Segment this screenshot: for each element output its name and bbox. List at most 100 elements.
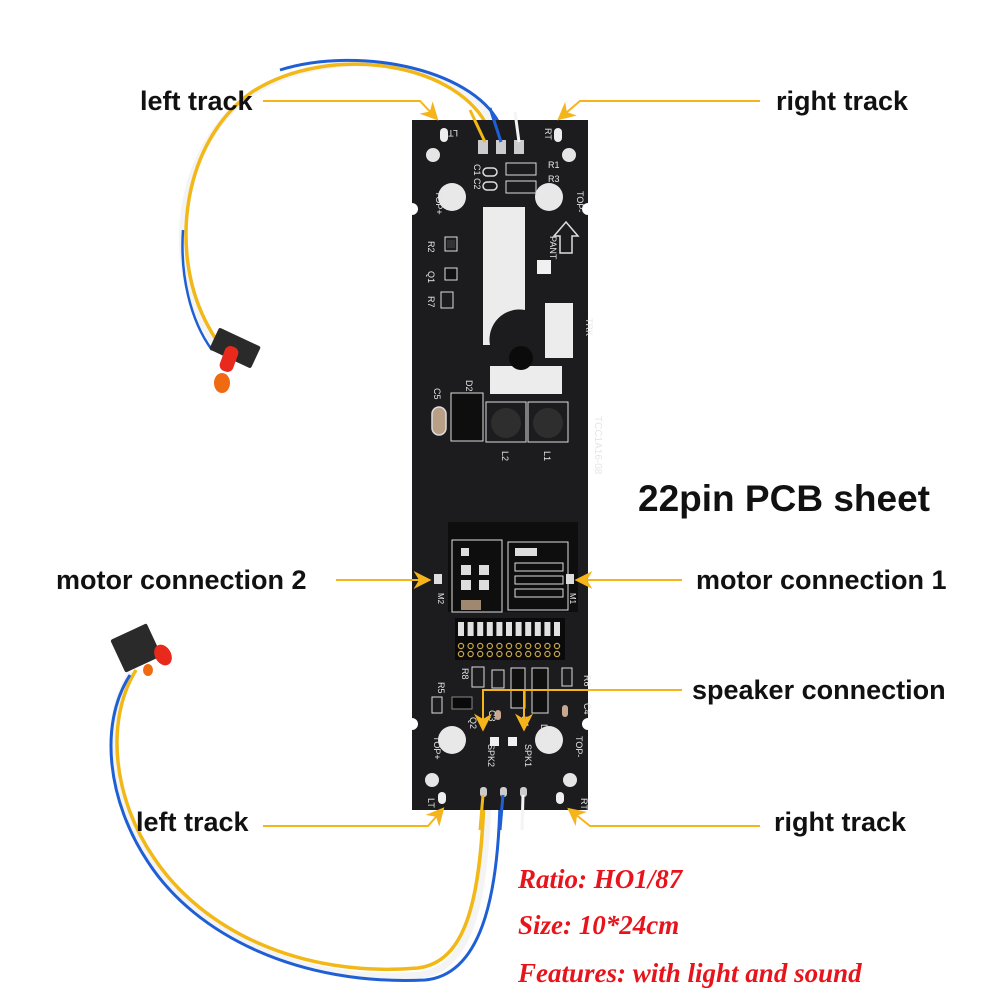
header-pin — [534, 642, 542, 650]
header-pin — [486, 642, 493, 650]
motor-pad-m1 — [566, 574, 574, 584]
header-pin — [467, 642, 474, 650]
pcb-board: LT RT C1 C2 R1 R3 TOP+ TOP- PANT R2 Q1 R… — [412, 120, 603, 810]
silk-c2: C2 — [472, 178, 482, 190]
header-pad — [467, 622, 474, 636]
callout-line-right-track-bottom — [567, 807, 760, 827]
header-pin — [505, 642, 513, 650]
header-pin — [515, 642, 522, 650]
header-pad — [458, 622, 464, 636]
silk-spk1: SPK1 — [523, 744, 533, 767]
header-pad — [486, 622, 493, 636]
mount-hole — [562, 148, 576, 162]
header-pin — [544, 642, 551, 650]
silk-top-minus-top: TOP- — [575, 191, 585, 212]
header-pin — [467, 650, 474, 658]
silk-r8: R8 — [460, 668, 470, 680]
header-pin — [553, 642, 561, 650]
mount-hole — [438, 726, 466, 754]
silk-lt-top: LT — [448, 128, 458, 138]
callout-lines — [263, 100, 760, 827]
bottom-led-wire — [109, 669, 502, 982]
speaker-pad — [490, 366, 562, 394]
silk-board-id: TCC1A16-08 — [592, 416, 603, 475]
header-pad — [554, 622, 560, 636]
bottom-led-module — [110, 623, 172, 676]
header-pad — [544, 622, 551, 636]
header-pin — [525, 642, 532, 650]
header-pad — [506, 622, 512, 636]
silk-lt-bottom: LT — [426, 798, 436, 808]
silk-c4: C4 — [582, 703, 592, 715]
header-pad — [534, 622, 541, 636]
pin-header-22 — [455, 618, 565, 660]
label-motor-connection-2: motor connection 2 — [56, 565, 307, 595]
mount-hole — [438, 183, 466, 211]
mount-hole — [563, 773, 577, 787]
silk-r3: R3 — [548, 174, 560, 184]
silk-pant: PANT — [548, 236, 558, 260]
label-right-track-top: right track — [776, 86, 909, 116]
label-right-track-bottom: right track — [774, 807, 907, 837]
header-pin — [477, 642, 484, 650]
silk-c5: C5 — [432, 388, 442, 400]
silk-c3: C3 — [487, 710, 497, 722]
top-led-module — [209, 328, 261, 393]
silk-q2: Q2 — [468, 717, 478, 729]
label-motor-connection-1: motor connection 1 — [696, 565, 947, 595]
silk-top-plus-top: TOP+ — [434, 191, 444, 215]
silk-r6: R6 — [582, 675, 592, 687]
silk-q1: Q1 — [426, 271, 436, 283]
header-pad — [515, 622, 522, 636]
board-wire-stubs — [468, 107, 525, 831]
header-pin — [505, 650, 513, 658]
silk-m2: M2 — [436, 593, 445, 605]
header-pad — [477, 622, 484, 636]
silk-d2-top: D2 — [464, 380, 474, 392]
label-speaker-connection: speaker connection — [692, 675, 946, 705]
silk-m1: M1 — [568, 593, 577, 605]
header-pad — [496, 622, 503, 636]
spec-features: Features: with light and sound — [518, 958, 862, 988]
header-pin — [525, 650, 532, 658]
silkscreen-labels: LT RT C1 C2 R1 R3 TOP+ TOP- PANT R2 Q1 R… — [426, 128, 603, 810]
header-pin — [457, 650, 465, 658]
header-pad — [525, 622, 532, 636]
header-pin — [544, 650, 551, 658]
silk-d2-bottom: D2 — [539, 724, 549, 736]
header-pin — [534, 650, 542, 658]
silk-rt-top: RT — [543, 128, 553, 140]
direction-arrow-icon — [552, 220, 580, 254]
motor-pad-m2 — [434, 574, 442, 584]
header-pin — [553, 650, 561, 658]
silk-l2: L2 — [500, 451, 510, 461]
silk-r5: R5 — [436, 682, 446, 694]
callout-line-left-track-bottom — [263, 807, 445, 827]
mount-hole — [425, 773, 439, 787]
silk-r1: R1 — [548, 160, 560, 170]
callout-line-right-track-top — [557, 100, 760, 121]
speaker-pad — [545, 303, 573, 358]
silk-trk: TRK — [584, 318, 594, 336]
silk-r7: R7 — [426, 296, 436, 308]
callout-line-speaker-spk2 — [474, 689, 682, 732]
label-left-track-top: left track — [140, 86, 253, 116]
silk-spk2: SPK2 — [486, 744, 496, 767]
callout-line-left-track-top — [263, 100, 439, 121]
mount-hole — [535, 183, 563, 211]
header-pin — [515, 650, 522, 658]
spec-size: Size: 10*24cm — [518, 910, 680, 940]
speaker-pad — [483, 207, 525, 345]
mount-hole — [426, 148, 440, 162]
silk-top-plus-bottom: TOP+ — [432, 736, 442, 760]
silk-r2: R2 — [426, 241, 436, 253]
mount-hole — [535, 726, 563, 754]
spec-ratio: Ratio: HO1/87 — [518, 864, 683, 894]
silk-c1: C1 — [472, 164, 482, 176]
silk-rt-bottom: RT — [579, 798, 589, 810]
header-pin — [496, 650, 503, 658]
label-left-track-bottom: left track — [136, 807, 249, 837]
header-pin — [477, 650, 484, 658]
